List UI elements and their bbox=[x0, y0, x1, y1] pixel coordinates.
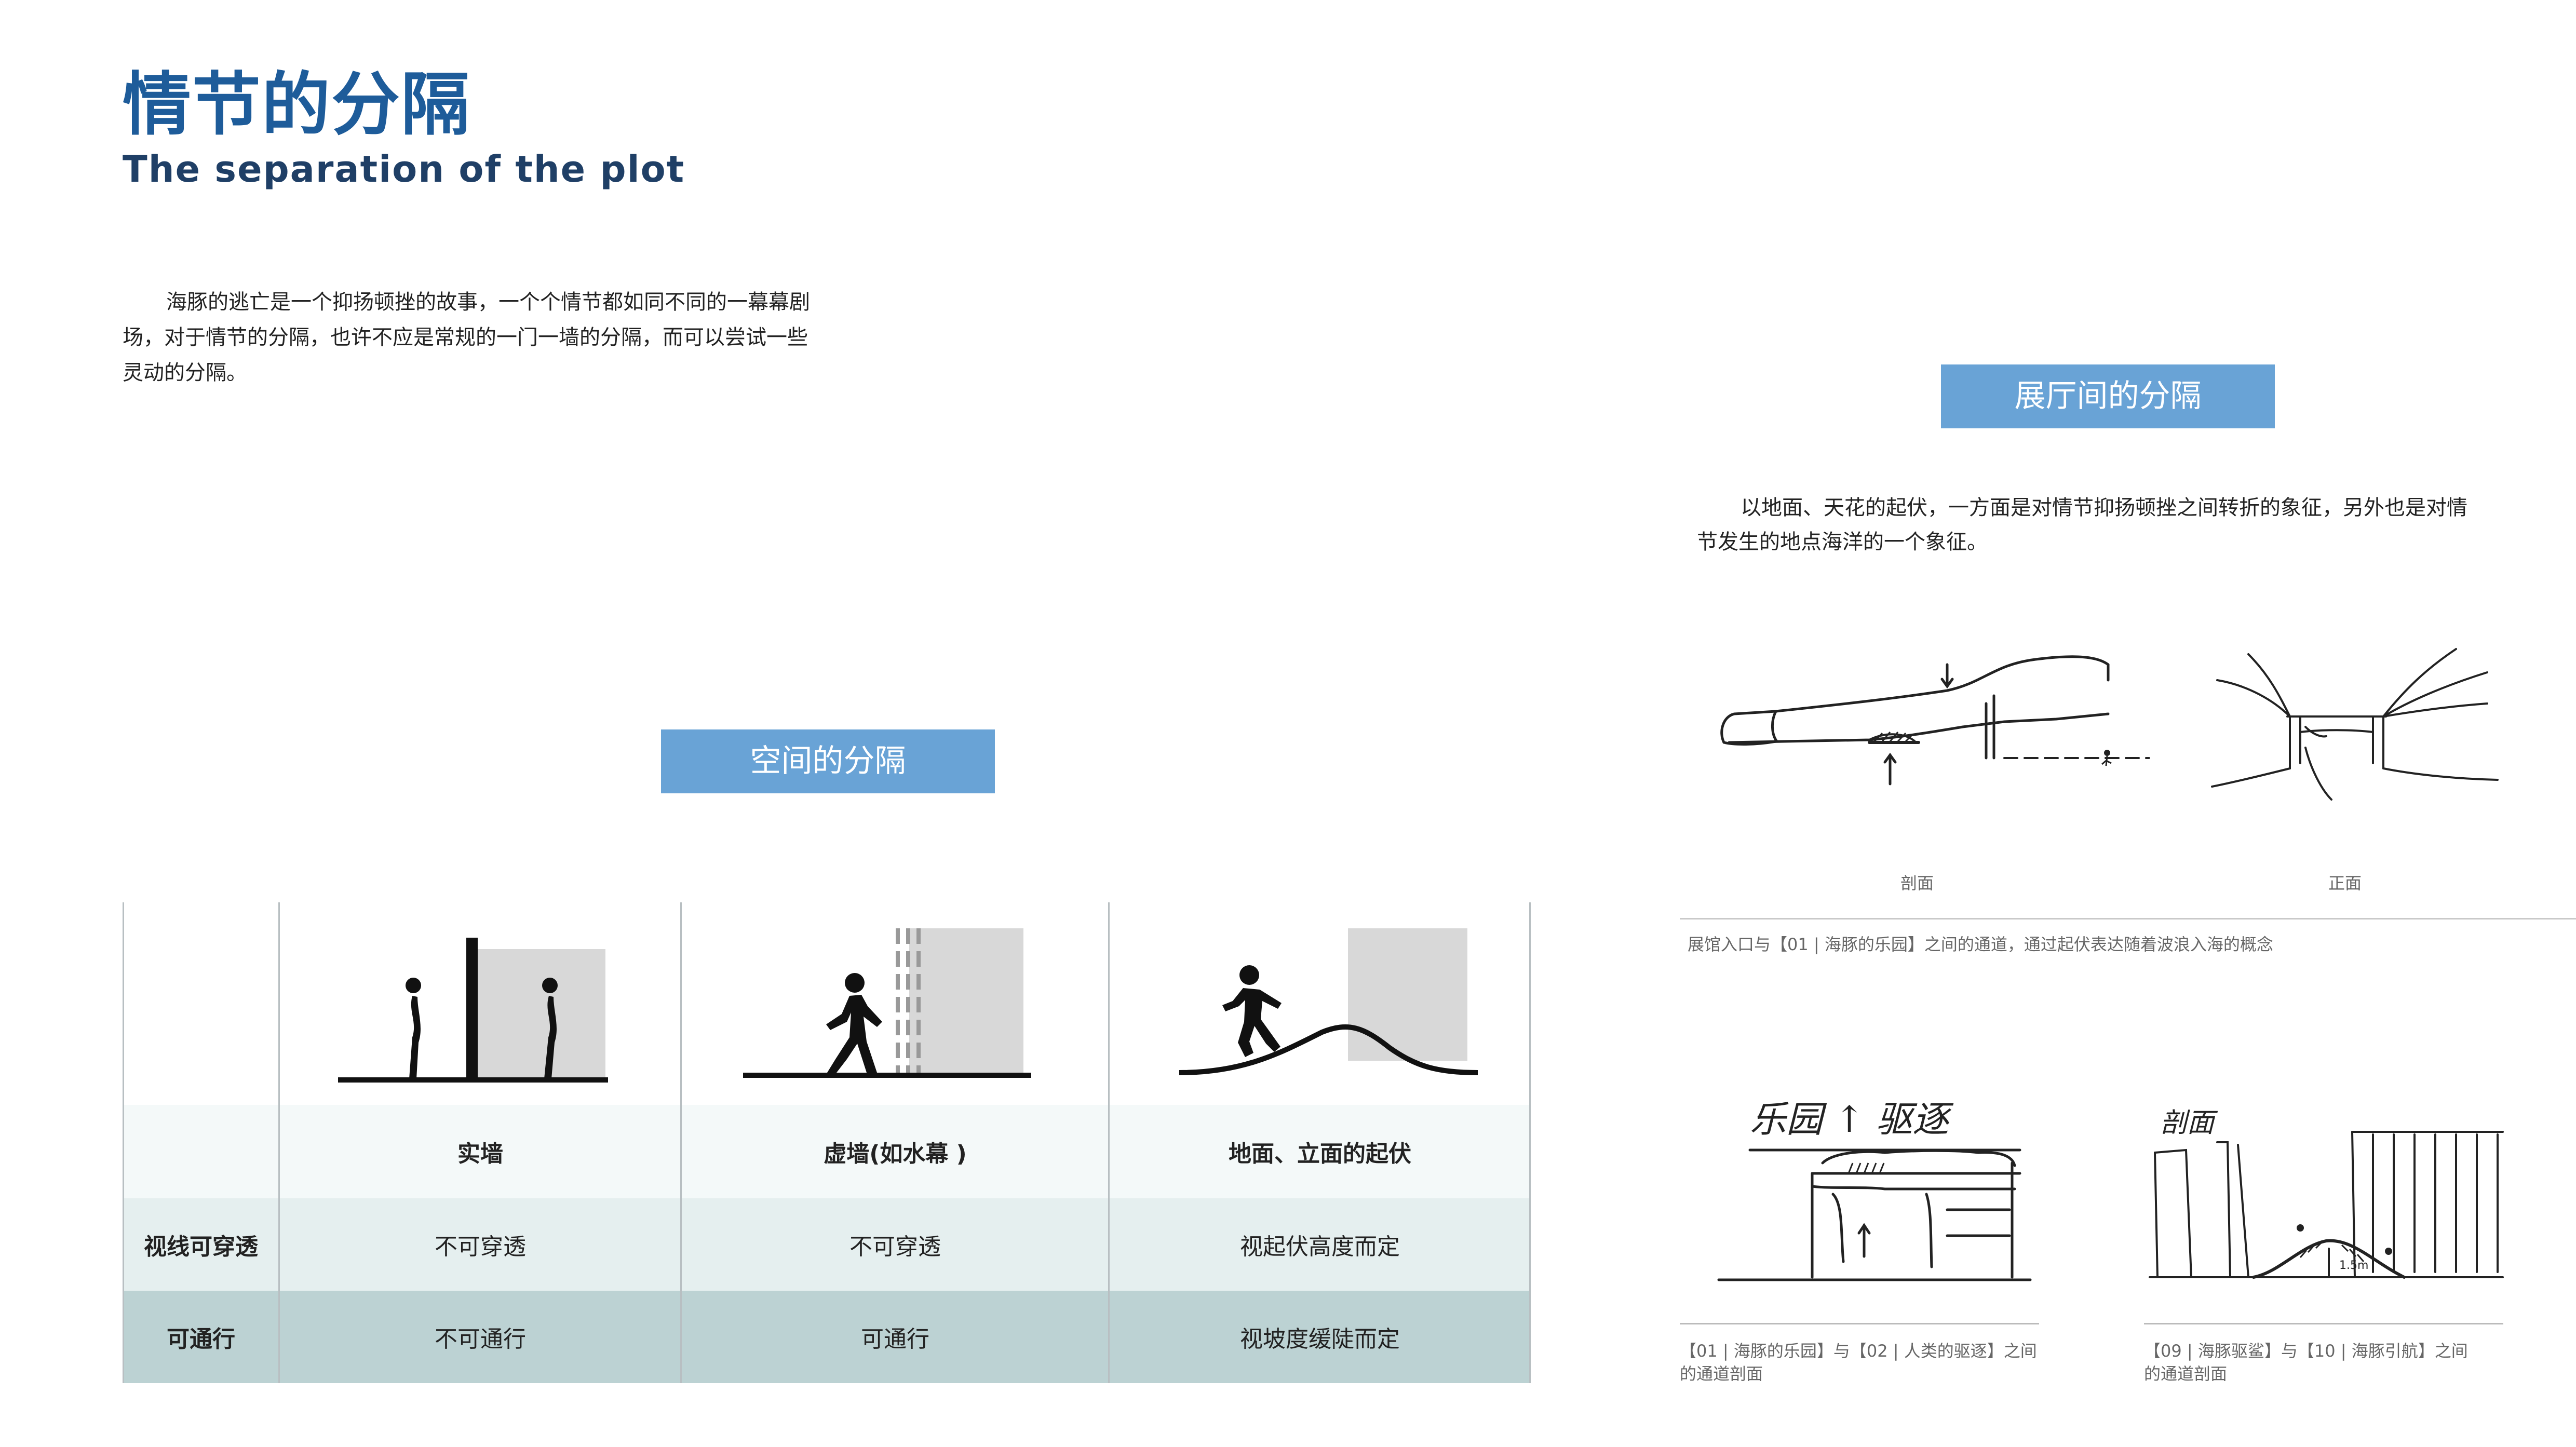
row-label-passable: 可通行 bbox=[167, 1326, 235, 1353]
hall-desc-line-2: 节发生的地点海洋的一个象征。 bbox=[1697, 530, 1988, 554]
row-label-sightline: 视线可穿透 bbox=[144, 1234, 258, 1260]
passage-sketch-right bbox=[2149, 1131, 2504, 1279]
front-sketch bbox=[2211, 648, 2499, 801]
table-divider bbox=[123, 902, 124, 1383]
table-divider bbox=[1529, 902, 1531, 1383]
header-row: 实墙 虚墙(如水幕 ) 地面、立面的起伏 bbox=[123, 1105, 1531, 1198]
table-divider bbox=[680, 902, 682, 1383]
table-cell: 不可穿透 bbox=[849, 1234, 941, 1260]
section-divider bbox=[1680, 918, 2576, 919]
table-cell: 不可穿透 bbox=[435, 1234, 526, 1260]
intro-line-1: 海豚的逃亡是一个抑扬顿挫的故事，一个个情节都如同不同的一幕幕剧 bbox=[166, 290, 810, 314]
page-subtitle: The separation of the plot bbox=[123, 148, 685, 191]
hall-description: 以地面、天花的起伏，一方面是对情节抑扬顿挫之间转折的象征，另外也是对情 节发生的… bbox=[1697, 491, 2528, 559]
intro-line-3: 灵动的分隔。 bbox=[123, 361, 247, 385]
page-title: 情节的分隔 bbox=[123, 65, 470, 145]
undulating-ground-icon bbox=[1179, 928, 1478, 1075]
table-cell: 不可通行 bbox=[435, 1326, 526, 1353]
hall-desc-line-1: 以地面、天花的起伏，一方面是对情节抑扬顿挫之间转折的象征，另外也是对情 bbox=[1741, 496, 2467, 520]
table-divider bbox=[1108, 902, 1110, 1383]
handwritten-label-left: 乐园 ↑ 驱逐 bbox=[1750, 1098, 1949, 1141]
caption-left: 【01 | 海豚的乐园】与【02 | 人类的驱逐】之间 的通道剖面 bbox=[1680, 1341, 2037, 1384]
caption-divider-left bbox=[1680, 1323, 2039, 1324]
table-cell: 视坡度缓陡而定 bbox=[1240, 1326, 1400, 1353]
section-label: 剖面 bbox=[1900, 873, 1934, 893]
table-row: 视线可穿透 不可穿透 不可穿透 视起伏高度而定 bbox=[123, 1198, 1531, 1291]
space-separation-banner: 空间的分隔 bbox=[661, 729, 995, 793]
separation-table: 实墙 虚墙(如水幕 ) 地面、立面的起伏 视线可穿透 不可穿透 不可穿透 视起伏… bbox=[123, 902, 1531, 1383]
column-header-undulation: 地面、立面的起伏 bbox=[1229, 1141, 1411, 1167]
table-cell: 视起伏高度而定 bbox=[1240, 1234, 1400, 1260]
table-divider bbox=[278, 902, 280, 1383]
front-label: 正面 bbox=[2328, 873, 2362, 893]
entrance-passage-caption: 展馆入口与【01 | 海豚的乐园】之间的通道，通过起伏表达随着波浪入海的概念 bbox=[1688, 935, 2273, 954]
caption-divider-right bbox=[2144, 1323, 2503, 1324]
passage-sketch-left bbox=[1717, 1148, 2032, 1281]
intro-paragraph: 海豚的逃亡是一个抑扬顿挫的故事，一个个情节都如同不同的一幕幕剧 场，对于情节的分… bbox=[123, 285, 865, 390]
solid-wall-icon bbox=[338, 938, 608, 1083]
handwritten-label-right: 剖面 bbox=[2160, 1107, 2215, 1139]
water-curtain-icon bbox=[743, 928, 1031, 1078]
icon-row bbox=[123, 902, 1531, 1105]
column-header-virtual-wall: 虚墙(如水幕 ) bbox=[824, 1141, 967, 1167]
hall-separation-banner: 展厅间的分隔 bbox=[1941, 364, 2275, 428]
intro-line-2: 场，对于情节的分隔，也许不应是常规的一门一墙的分隔，而可以尝试一些 bbox=[123, 326, 808, 349]
column-header-solid-wall: 实墙 bbox=[457, 1141, 503, 1167]
table-row: 可通行 不可通行 可通行 视坡度缓陡而定 bbox=[123, 1291, 1531, 1383]
table-cell: 可通行 bbox=[861, 1326, 929, 1353]
section-sketch bbox=[1720, 655, 2150, 786]
caption-right: 【09 | 海豚驱鲨】与【10 | 海豚引航】之间 的通道剖面 bbox=[2144, 1341, 2468, 1384]
handwritten-measure: 1.5m bbox=[2339, 1259, 2369, 1272]
